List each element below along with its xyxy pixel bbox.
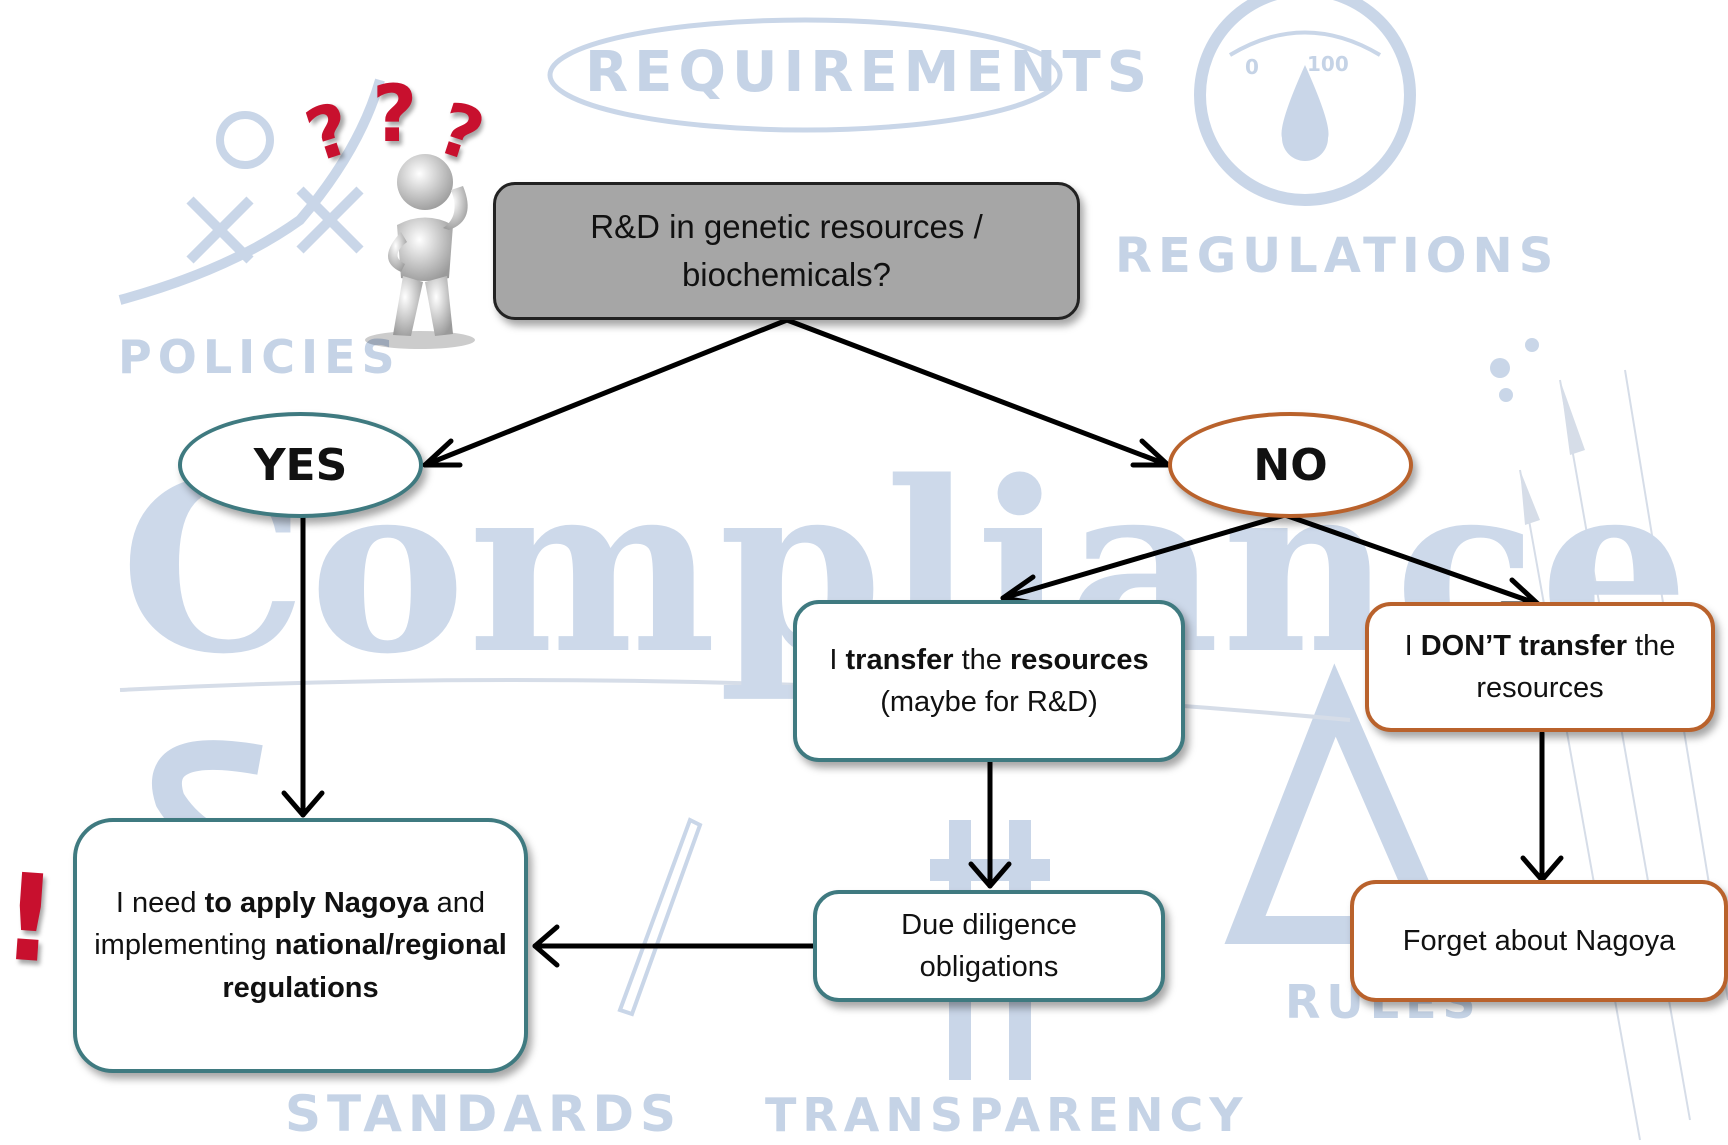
pencil-tip [1520,380,1585,525]
dont-transfer-text: I DON’T transfer the resources [1404,629,1676,704]
thinking-figure [365,154,475,349]
warning-triangle [1224,663,1457,944]
gauge-max-label: 100 [1307,52,1349,76]
forget-nagoya-text: Forget about Nagoya [1402,924,1676,957]
due-diligence-box: Due diligence obligations [813,890,1165,1002]
arrow-due-diligence-to-apply [532,924,816,968]
policies-circle [216,111,274,169]
bg-word-requirements: REQUIREMENTS [585,40,1154,105]
start-question-box: R&D in genetic resources / biochemicals? [493,182,1080,320]
arrow-start-to-no [784,317,1171,468]
forget-nagoya-box: Forget about Nagoya [1350,880,1728,1002]
yes-label: YES [253,439,348,491]
start-question-text: R&D in genetic resources / biochemicals? [590,208,983,293]
gauge-arc [1228,30,1382,57]
no-oval: NO [1168,412,1413,518]
dot-3 [1499,388,1513,402]
arrow-no-to-dont-transfer [1282,512,1541,607]
arrow-dont-transfer-to-forget [1520,730,1564,883]
bg-word-regulations: REGULATIONS [1115,228,1560,284]
policies-x1 [186,196,254,264]
arrow-no-to-transfer [1000,512,1288,607]
question-mark-2: ? [372,70,418,160]
bg-word-policies: POLICIES [118,330,401,384]
no-label: NO [1253,439,1328,491]
dot-1 [1490,358,1510,378]
dot-2 [1525,338,1539,352]
arrow-start-to-yes [422,317,790,468]
transfer-text: I transfer the resources (maybe for R&D) [829,643,1149,718]
transfer-box: I transfer the resources (maybe for R&D) [793,600,1185,762]
bg-word-standards: STANDARDS [285,1085,682,1143]
gauge-drop [1281,65,1329,161]
apply-nagoya-text: I need to apply Nagoya and implementing … [94,887,507,1004]
gauge-circle [1194,0,1416,206]
policies-swoosh [118,78,385,305]
yes-oval: YES [178,412,423,518]
policies-x2 [296,186,364,254]
requirements-oval [547,17,1063,133]
arrow-yes-to-apply [281,512,325,818]
dont-transfer-box: I DON’T transfer the resources [1365,602,1715,732]
due-diligence-text: Due diligence obligations [901,908,1077,983]
bg-word-transparency: TRANSPARENCY [765,1088,1249,1142]
apply-nagoya-box: I need to apply Nagoya and implementing … [73,818,528,1073]
gauge-min-label: 0 [1245,55,1259,79]
arrow-transfer-to-due-diligence [968,759,1012,889]
sketch-pen [617,817,703,1017]
